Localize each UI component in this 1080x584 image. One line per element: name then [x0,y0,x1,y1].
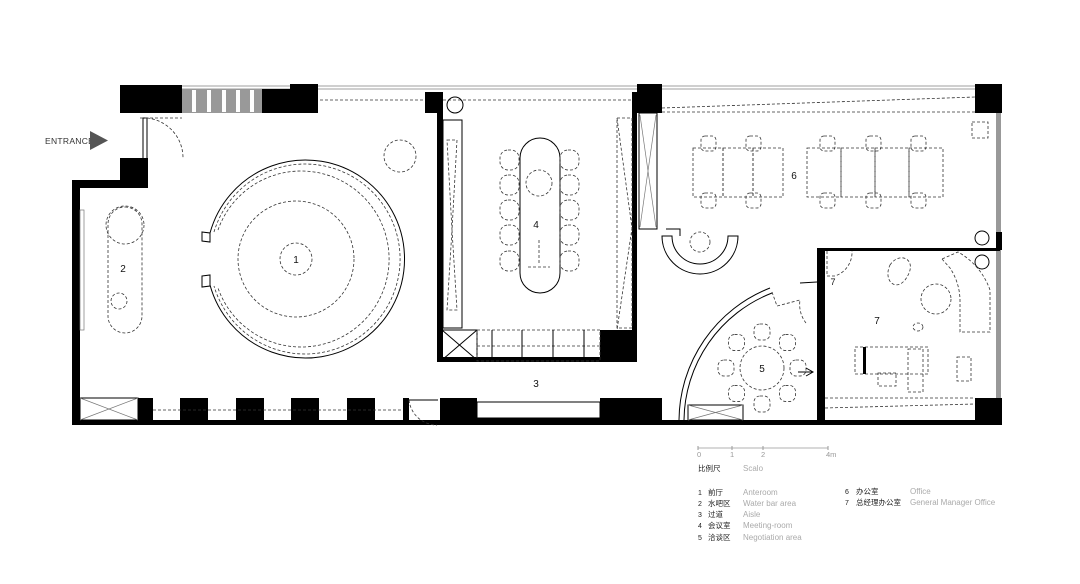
room-label-7: 7 [874,316,880,327]
negotiation-area [678,281,818,421]
chair [728,334,745,351]
chair [499,224,520,246]
water-bar [79,205,145,334]
room-label-3: 3 [533,379,539,390]
legend-num: 4 [698,523,702,530]
chair [779,385,796,402]
room-label-5: 5 [759,364,765,375]
scale-bar: 0 1 2 4m 比例尺 Scalo [697,446,836,473]
entrance-arrow-icon [90,131,108,150]
desk [874,147,910,198]
scale-tick-2: 2 [761,450,765,459]
chair [499,174,520,196]
chair [789,359,807,377]
chair [700,135,717,152]
legend-cn: 过道 [708,509,723,519]
chair [700,192,717,209]
chair [865,135,882,152]
chair [559,224,580,246]
desk [752,147,784,198]
exterior-walls [72,84,1002,426]
scale-title-cn: 比例尺 [698,463,721,473]
chair [745,192,762,209]
chair [728,385,745,402]
room-label-1: 1 [293,255,299,266]
legend-en: Anteroom [743,488,778,497]
chair [910,135,927,152]
office-area [692,135,944,209]
entrance-label: ENTRANCE [45,136,94,146]
scale-tick-1: 1 [730,450,734,459]
chair [865,192,882,209]
chair [559,174,580,196]
chair [753,395,771,413]
legend-cn: 洽谈区 [708,532,731,542]
legend-en: Meeting-room [743,521,793,530]
chair [559,149,580,171]
chair [819,135,836,152]
gm-office [798,230,1000,420]
legend-en: Water bar area [743,499,797,508]
desk [908,147,944,198]
meeting-chairs [499,149,580,272]
door-label-7: 7 [830,277,835,287]
meeting-room [437,92,658,362]
scale-tick-4m: 4m [826,450,836,459]
hatched-window [182,89,262,113]
legend-num: 1 [698,490,702,497]
legend-cn: 前厅 [708,487,723,497]
chair [717,359,735,377]
chair [910,192,927,209]
legend-num: 6 [845,489,849,496]
chair [819,192,836,209]
chair [753,323,771,341]
legend-en: General Manager Office [910,498,996,507]
legend-num: 3 [698,512,702,519]
legend-num: 5 [698,535,702,542]
legend-cn: 水吧区 [708,498,731,508]
chair [779,334,796,351]
room-labels: 1 2 3 4 5 6 7 7 [120,171,880,390]
room-label-4: 4 [533,220,539,231]
legend-cn: 办公室 [856,486,879,496]
chair [499,149,520,171]
room-label-6: 6 [791,171,797,182]
legend-num: 2 [698,501,702,508]
office-sofa [661,228,739,275]
entrance-marker: ENTRANCE [45,131,108,150]
legend-num: 7 [845,500,849,507]
scale-tick-0: 0 [697,450,701,459]
room-label-2: 2 [120,264,126,275]
chair [499,199,520,221]
legend-en: Aisle [743,510,761,519]
legend-cn: 会议室 [708,520,731,530]
side-table [971,121,989,139]
legend-en: Negotiation area [743,533,802,542]
legend-en: Office [910,487,931,496]
chair [745,135,762,152]
desk [806,147,842,198]
chair [499,250,520,272]
legend: 1 前厅 Anteroom 2 水吧区 Water bar area 3 过道 … [698,486,996,542]
chair [559,199,580,221]
desk [840,147,876,198]
scale-title-en: Scalo [743,464,764,473]
desk [722,147,754,198]
desk [692,147,724,198]
legend-cn: 总经理办公室 [856,497,901,507]
anteroom-seating [201,139,417,359]
chair [559,250,580,272]
